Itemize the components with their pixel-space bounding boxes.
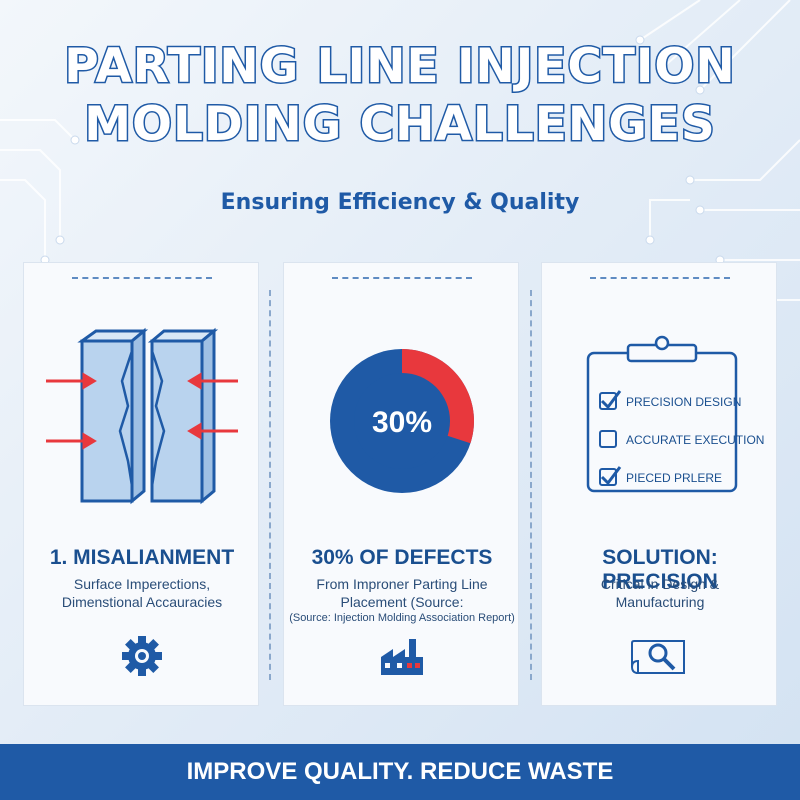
checklist-item: PIECED PRLERE <box>599 466 722 486</box>
panel-top-divider <box>332 277 472 279</box>
description-line: Critical in Design & <box>600 576 720 592</box>
donut-chart: 30% <box>330 349 474 493</box>
checklist: PRECISION DESIGN ACCURATE EXECUTION PIECED… <box>599 390 764 486</box>
panel-heading: 1. MISALIANMENT <box>49 546 235 569</box>
panel-description: Surface Imperections, Dimenstional Accau… <box>24 575 260 611</box>
footer-banner: IMPROVE QUALITY. REDUCE WASTE <box>0 744 800 800</box>
panel-solution: PRECISION DESIGN ACCURATE EXECUTION PIECED… <box>541 262 777 706</box>
description-line: Surface Imperections, <box>73 576 211 592</box>
panel-description: From Improner Parting Line Placement (So… <box>284 575 520 625</box>
check-mark-icon <box>600 466 622 486</box>
description-line: Placement (Source: <box>340 594 464 610</box>
panel-heading: SOLUTION: PRECISION <box>602 546 718 593</box>
column-divider <box>269 290 271 680</box>
title-line-2: MOLDING CHALLENGES <box>83 96 717 154</box>
mold-split-icon <box>46 327 238 505</box>
page-title: PARTING LINE INJECTION MOLDING CHALLENGE… <box>0 38 800 154</box>
blueprint-search-icon <box>631 640 685 674</box>
description-line: Manufacturing <box>615 594 705 610</box>
panel-top-divider <box>590 277 730 279</box>
factory-icon <box>381 639 423 675</box>
panel-defects: 30% 30% OF DEFECTS From Improner Parting… <box>283 262 519 706</box>
panel-description: Critical in Design & Manufacturing <box>542 575 778 611</box>
column-divider <box>530 290 532 680</box>
page-subtitle: Ensuring Efficiency & Quality <box>220 190 580 215</box>
clipboard-icon: PRECISION DESIGN ACCURATE EXECUTION PIECED… <box>586 335 764 493</box>
description-line: Dimenstional Accauracies <box>61 594 223 610</box>
gear-icon <box>122 636 162 676</box>
panel-heading: 30% OF DEFECTS <box>311 546 493 569</box>
checkbox <box>599 430 617 448</box>
checklist-label: PIECED PRLERE <box>626 471 722 485</box>
title-line-1: PARTING LINE INJECTION <box>63 38 736 96</box>
panel-misalignment: 1. MISALIANMENT Surface Imperections, Di… <box>23 262 259 706</box>
checklist-label: ACCURATE EXECUTION <box>626 433 764 447</box>
checklist-item: ACCURATE EXECUTION <box>599 430 764 448</box>
description-line: From Improner Parting Line <box>316 576 488 592</box>
panel-top-divider <box>72 277 212 279</box>
check-mark-icon <box>600 390 622 410</box>
source-note: (Source: Injection Molding Association R… <box>289 612 515 624</box>
checklist-label: PRECISION DESIGN <box>626 395 741 409</box>
donut-hole <box>354 373 450 469</box>
checklist-item: PRECISION DESIGN <box>599 390 741 410</box>
donut-label: 30% <box>372 406 432 439</box>
